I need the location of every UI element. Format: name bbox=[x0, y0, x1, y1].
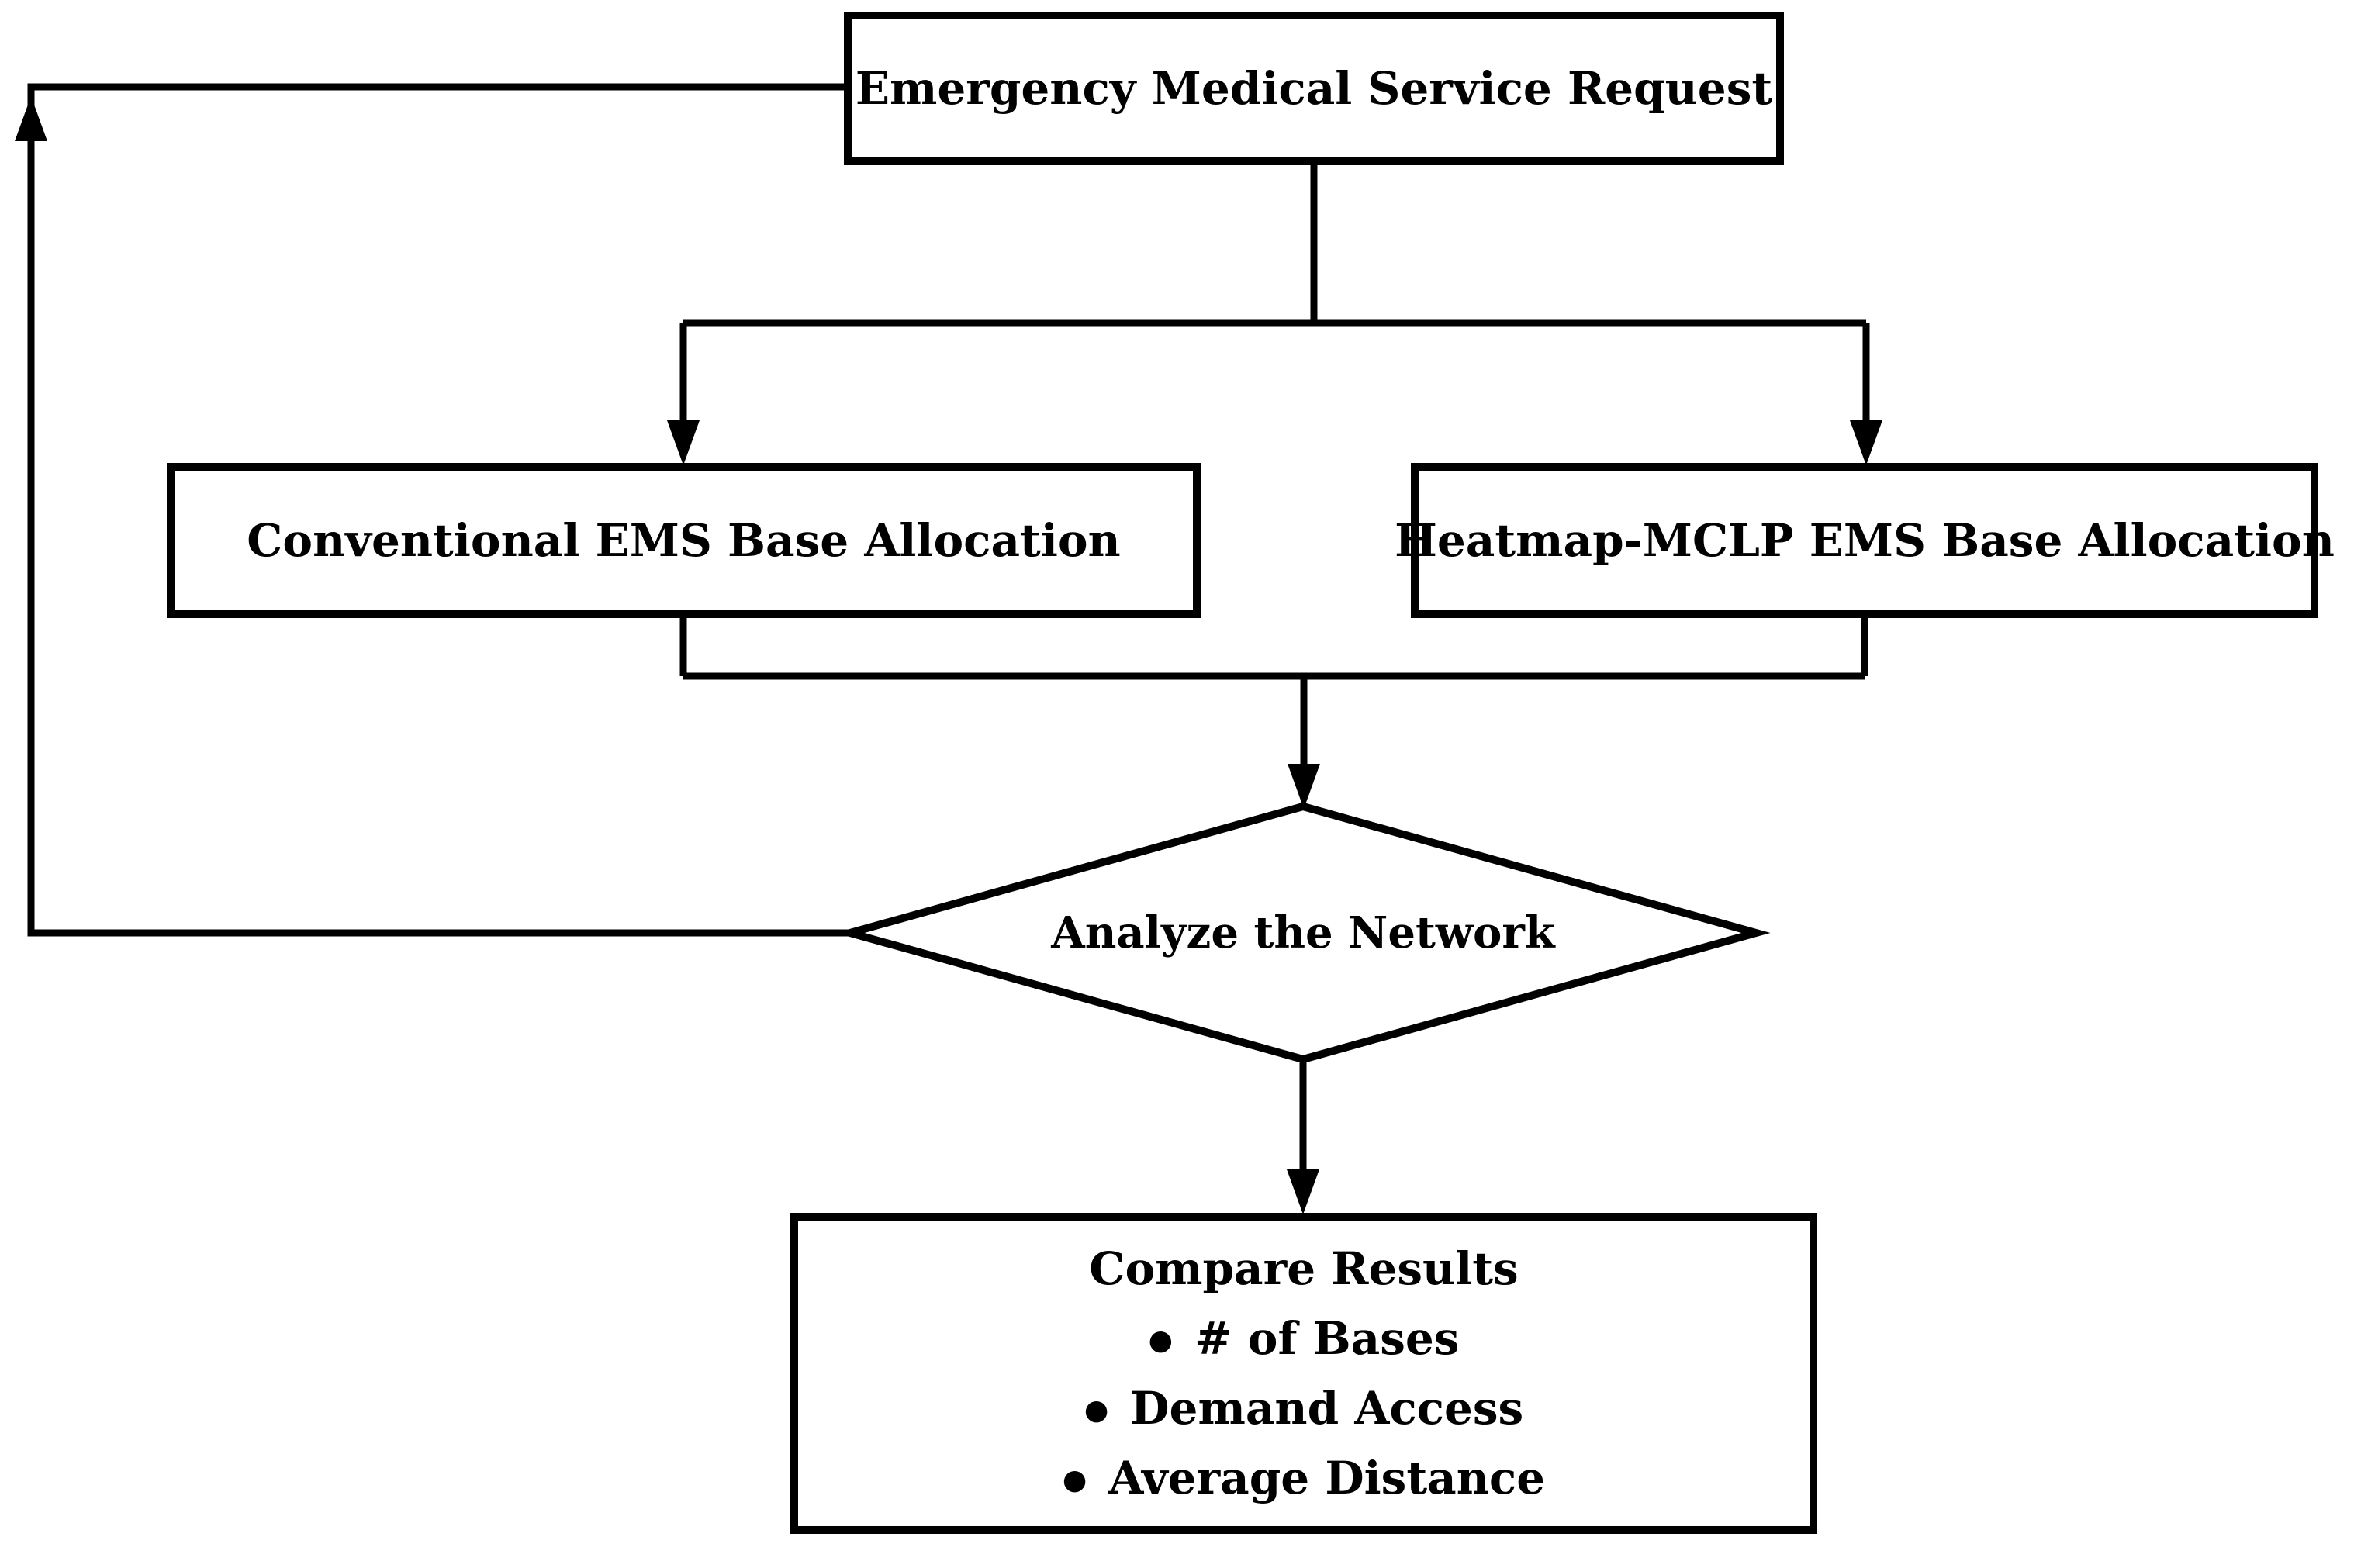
result-bullet-demand-access: ● Demand Access bbox=[1084, 1373, 1523, 1443]
compare-results-title: Compare Results bbox=[1089, 1242, 1519, 1295]
bullet-icon: ● bbox=[1062, 1463, 1087, 1496]
node-compare-results: Compare Results ● # of Bases ● Demand Ac… bbox=[790, 1213, 1817, 1534]
node-conventional-allocation-label: Conventional EMS Base Allocation bbox=[247, 514, 1121, 567]
decision-diamond-shape bbox=[835, 802, 1771, 1064]
node-heatmap-mclp-allocation-label: Heatmap-MCLP EMS Base Allocation bbox=[1395, 514, 2335, 567]
node-emergency-request: Emergency Medical Service Request bbox=[844, 12, 1784, 165]
arrowhead-up-feedback-icon bbox=[15, 96, 47, 141]
arrowhead-down-decision-icon bbox=[1288, 764, 1320, 809]
node-analyze-network: Analyze the Network bbox=[915, 892, 1691, 974]
arrowhead-down-heatmap-icon bbox=[1850, 420, 1882, 465]
node-heatmap-mclp-allocation: Heatmap-MCLP EMS Base Allocation bbox=[1395, 463, 2335, 618]
result-bullet-demand-access-label: Demand Access bbox=[1130, 1382, 1524, 1435]
node-conventional-allocation: Conventional EMS Base Allocation bbox=[167, 463, 1201, 618]
result-bullet-num-bases: ● # of Bases bbox=[1149, 1304, 1460, 1373]
result-bullet-average-distance: ● Average Distance bbox=[1063, 1443, 1545, 1513]
bullet-icon: ● bbox=[1084, 1394, 1109, 1426]
node-emergency-request-label: Emergency Medical Service Request bbox=[855, 62, 1773, 115]
arrowhead-down-results-icon bbox=[1287, 1169, 1319, 1214]
result-bullet-average-distance-label: Average Distance bbox=[1108, 1452, 1546, 1504]
arrowhead-down-conventional-icon bbox=[667, 420, 700, 465]
result-bullet-num-bases-label: # of Bases bbox=[1194, 1312, 1460, 1365]
connector-feedback-loop bbox=[27, 83, 850, 937]
node-analyze-network-label: Analyze the Network bbox=[1051, 907, 1555, 958]
bullet-icon: ● bbox=[1148, 1324, 1173, 1356]
